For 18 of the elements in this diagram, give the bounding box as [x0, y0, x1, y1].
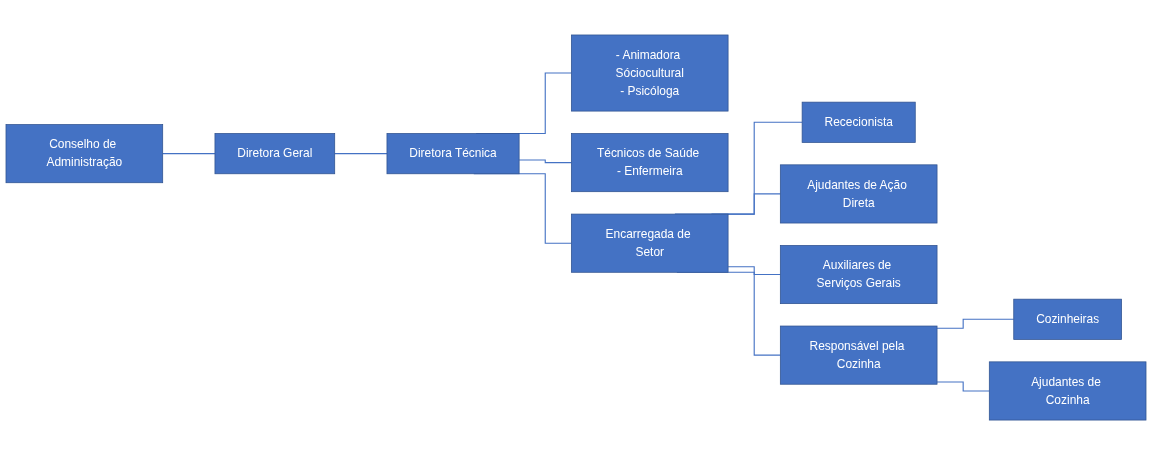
node-box: Diretora Técnica [386, 133, 520, 175]
node-box: Encarregada de Setor [571, 213, 729, 273]
node-box: Auxiliares de Serviços Gerais [779, 245, 938, 304]
node-box: Técnicos de Saúde - Enfermeira [571, 133, 729, 193]
connector [727, 266, 781, 276]
node-box: Rececionista [801, 101, 916, 143]
connector [162, 153, 216, 155]
node-box: Ajudantes de Ação Direta [779, 164, 938, 224]
node-box: Cozinheiras [1013, 298, 1122, 340]
connector [518, 159, 572, 164]
connector [936, 381, 990, 392]
node-box: Diretora Geral [214, 133, 336, 175]
connector [334, 153, 388, 155]
node-box: Ajudantes de Cozinha [988, 361, 1147, 421]
node-box: Responsável pela Cozinha [779, 325, 938, 385]
connector [936, 318, 1015, 329]
node-box: - Animadora Sóciocultural - Psicóloga [571, 34, 729, 112]
node-box: Conselho de Administração [5, 124, 164, 184]
